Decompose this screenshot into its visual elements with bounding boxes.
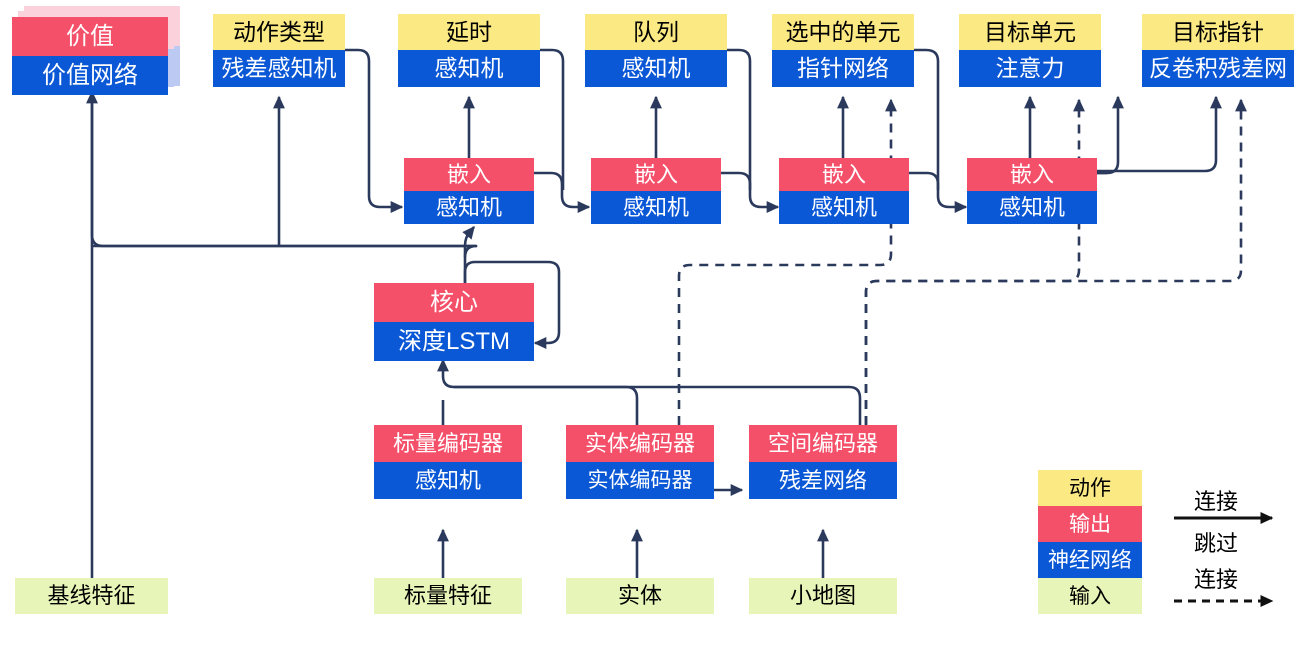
- node-embed-2[interactable]: 嵌入 感知机: [591, 158, 721, 224]
- node-embed-2-output: 嵌入: [591, 158, 721, 191]
- node-target-point-action: 目标指针: [1142, 14, 1294, 50]
- node-target-unit[interactable]: 目标单元 注意力: [959, 14, 1101, 87]
- node-input-minimap[interactable]: 小地图: [749, 578, 897, 614]
- legend-swatch-output: 输出: [1038, 506, 1142, 542]
- node-target-point[interactable]: 目标指针 反卷积残差网: [1142, 14, 1294, 87]
- node-queue[interactable]: 队列 感知机: [585, 14, 727, 87]
- node-input-entities[interactable]: 实体: [566, 578, 714, 614]
- node-spatial-encoder[interactable]: 空间编码器 残差网络: [749, 425, 897, 499]
- node-embed-1[interactable]: 嵌入 感知机: [404, 158, 534, 224]
- legend-skip-label-line2: 连接: [1194, 567, 1239, 592]
- node-input-minimap-label: 小地图: [749, 578, 897, 614]
- node-value-action: 价值: [12, 17, 168, 56]
- legend-swatch-input: 输入: [1038, 578, 1142, 614]
- node-embed-3-network: 感知机: [779, 191, 909, 224]
- node-delay[interactable]: 延时 感知机: [398, 14, 540, 87]
- node-selected-units-action: 选中的单元: [772, 14, 914, 50]
- node-spatial-encoder-network: 残差网络: [749, 462, 897, 499]
- node-scalar-encoder[interactable]: 标量编码器 感知机: [374, 425, 522, 499]
- node-core-output: 核心: [374, 283, 534, 322]
- node-delay-network: 感知机: [398, 50, 540, 87]
- node-queue-action: 队列: [585, 14, 727, 50]
- node-scalar-encoder-output: 标量编码器: [374, 425, 522, 462]
- node-input-baseline-features-label: 基线特征: [15, 578, 168, 614]
- node-input-baseline-features[interactable]: 基线特征: [15, 578, 168, 614]
- node-action-type[interactable]: 动作类型 残差感知机: [213, 14, 345, 87]
- legend-arrow-labels: 连接 跳过 连接: [1160, 470, 1301, 615]
- node-entity-encoder[interactable]: 实体编码器 实体编码器: [566, 425, 714, 499]
- node-embed-3[interactable]: 嵌入 感知机: [779, 158, 909, 224]
- node-embed-1-network: 感知机: [404, 191, 534, 224]
- node-target-unit-action: 目标单元: [959, 14, 1101, 50]
- legend-swatches: 动作 输出 神经网络 输入: [1038, 470, 1142, 614]
- node-target-unit-network: 注意力: [959, 50, 1101, 87]
- legend-skip-label-line1: 跳过: [1194, 531, 1239, 556]
- node-entity-encoder-network: 实体编码器: [566, 462, 714, 499]
- node-embed-2-network: 感知机: [591, 191, 721, 224]
- node-selected-units-network: 指针网络: [772, 50, 914, 87]
- legend-swatch-action: 动作: [1038, 470, 1142, 506]
- node-value-network: 价值网络: [12, 56, 168, 95]
- node-action-type-action: 动作类型: [213, 14, 345, 50]
- node-scalar-encoder-network: 感知机: [374, 462, 522, 499]
- node-core[interactable]: 核心 深度LSTM: [374, 283, 534, 361]
- node-entity-encoder-output: 实体编码器: [566, 425, 714, 462]
- node-delay-action: 延时: [398, 14, 540, 50]
- node-target-point-network: 反卷积残差网: [1142, 50, 1294, 87]
- node-embed-3-output: 嵌入: [779, 158, 909, 191]
- node-embed-4-network: 感知机: [967, 191, 1097, 224]
- node-embed-4-output: 嵌入: [967, 158, 1097, 191]
- legend-connection-label: 连接: [1194, 489, 1239, 514]
- node-selected-units[interactable]: 选中的单元 指针网络: [772, 14, 914, 87]
- node-action-type-network: 残差感知机: [213, 50, 345, 87]
- node-spatial-encoder-output: 空间编码器: [749, 425, 897, 462]
- node-queue-network: 感知机: [585, 50, 727, 87]
- node-core-network: 深度LSTM: [374, 322, 534, 361]
- node-input-scalar-features[interactable]: 标量特征: [374, 578, 522, 614]
- legend-swatch-network: 神经网络: [1038, 542, 1142, 578]
- node-input-scalar-features-label: 标量特征: [374, 578, 522, 614]
- node-embed-4[interactable]: 嵌入 感知机: [967, 158, 1097, 224]
- node-value[interactable]: 价值 价值网络: [12, 17, 168, 95]
- node-input-entities-label: 实体: [566, 578, 714, 614]
- node-embed-1-output: 嵌入: [404, 158, 534, 191]
